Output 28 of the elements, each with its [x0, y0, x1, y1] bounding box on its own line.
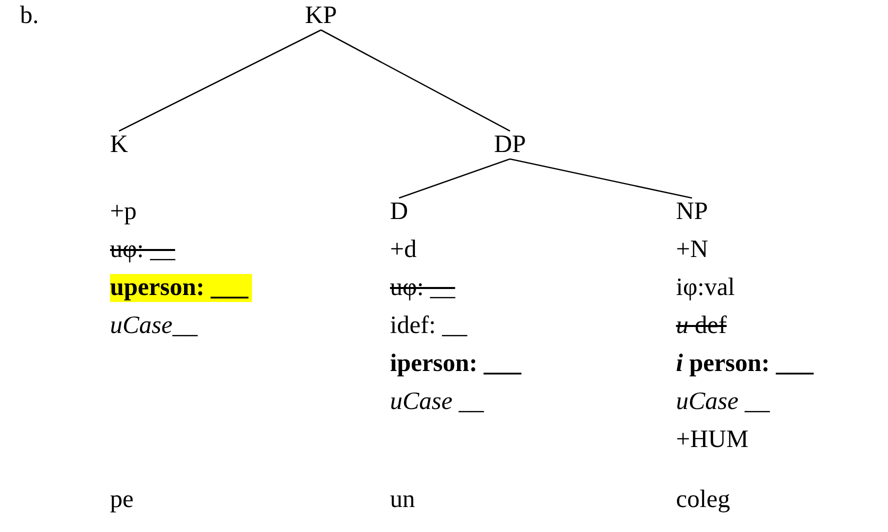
feature-label: u def	[676, 312, 727, 340]
tree-node-label: K	[110, 131, 128, 159]
feature-label: +d	[390, 236, 417, 264]
tree-node-label: NP	[676, 198, 708, 226]
feature-label: +HUM	[676, 426, 748, 454]
feature-label: iφ:val	[676, 274, 735, 302]
feature-label: uCase __	[676, 388, 770, 416]
feature-label: uCase __	[390, 388, 484, 416]
word-label: coleg	[676, 486, 730, 514]
tree-node-label: DP	[494, 131, 526, 159]
tree-branch	[398, 158, 510, 199]
feature-label: +p	[110, 198, 137, 226]
feature-label: uCase__	[110, 312, 198, 340]
word-label: pe	[110, 486, 134, 514]
feature-label: +N	[676, 236, 708, 264]
tree-node-label: KP	[305, 2, 337, 30]
feature-label: idef: __	[390, 312, 468, 340]
feature-label: uperson: ___	[110, 274, 252, 302]
example-letter: b.	[20, 2, 39, 30]
feature-label: uφ: __	[110, 236, 176, 264]
tree-branch	[510, 158, 692, 199]
tree-node-label: D	[390, 198, 408, 226]
tree-branch	[118, 29, 322, 132]
tree-branch	[320, 29, 510, 132]
word-label: un	[390, 486, 415, 514]
feature-label: i person: ___	[676, 350, 814, 378]
feature-label: uφ: __	[390, 274, 456, 302]
feature-label: iperson: ___	[390, 350, 522, 378]
